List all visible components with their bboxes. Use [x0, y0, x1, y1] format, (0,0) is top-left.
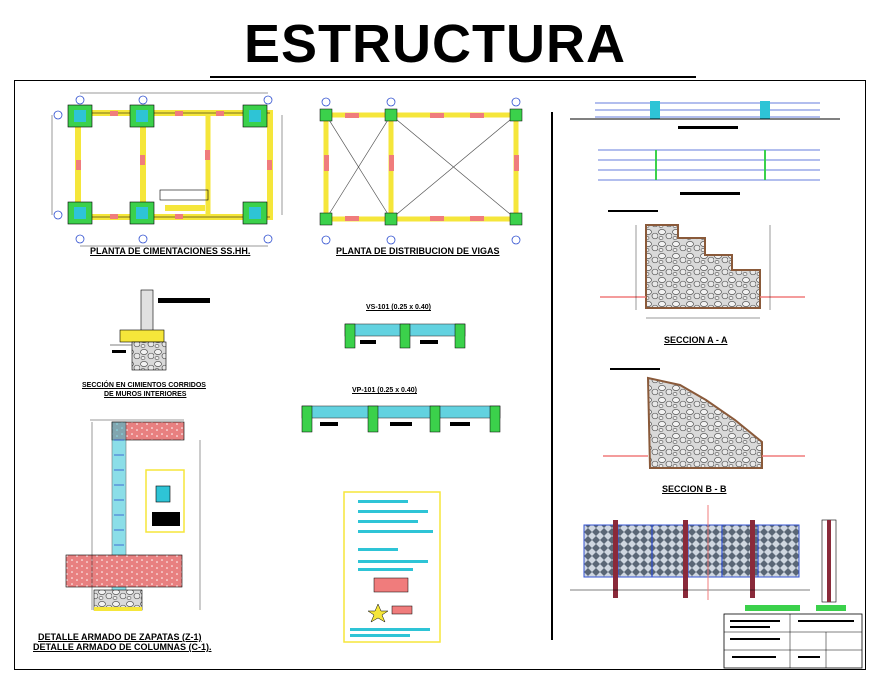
section-b-b: [603, 368, 805, 469]
beam-plan: [319, 97, 523, 245]
foundation-plan: [51, 92, 283, 247]
label-seccion-b-b: SECCION B - B: [662, 484, 727, 494]
label-seccion-a-a: SECCION A - A: [664, 335, 728, 345]
label-detalle-columnas: DETALLE ARMADO DE COLUMNAS (C-1).: [33, 642, 212, 652]
fence-elevation: [570, 505, 846, 611]
label-vs101: VS-101 (0.25 x 0.40): [366, 304, 431, 311]
section-a-a: [600, 210, 805, 319]
label-planta-cimentaciones: PLANTA DE CIMENTACIONES SS.HH.: [90, 246, 251, 256]
label-planta-vigas: PLANTA DE DISTRIBUCION DE VIGAS: [336, 246, 500, 256]
title-block: [723, 613, 863, 669]
drawing-frame: [14, 80, 866, 670]
page-title: ESTRUCTURA: [244, 14, 626, 74]
label-seccion-cimientos-2: DE MUROS INTERIORES: [104, 391, 187, 398]
strip-footing-section: [110, 289, 210, 371]
notes-box: [343, 491, 441, 643]
wall-elevations: [570, 101, 840, 195]
label-vp101: VP-101 (0.25 x 0.40): [352, 387, 417, 394]
beam-elevations: [301, 323, 501, 433]
title-underline: [210, 76, 696, 78]
label-seccion-cimientos-1: SECCIÓN EN CIMIENTOS CORRIDOS: [82, 382, 206, 389]
column-footing-detail: [65, 419, 201, 611]
label-detalle-zapatas: DETALLE ARMADO DE ZAPATAS (Z-1): [38, 632, 202, 642]
